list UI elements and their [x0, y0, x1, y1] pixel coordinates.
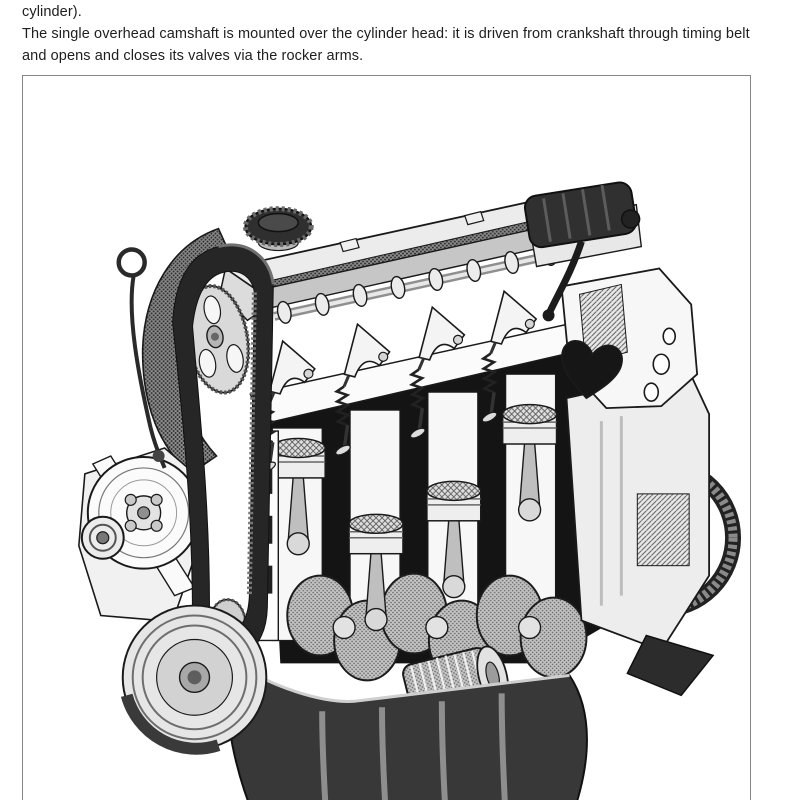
paragraph-fragment: cylinder). — [22, 4, 82, 20]
dipstick — [116, 247, 167, 469]
paragraph-line-1: The single overhead camshaft is mounted … — [22, 26, 750, 42]
engine-mount-bracket — [626, 634, 715, 697]
figure-frame — [22, 75, 751, 800]
oil-filler-cap — [242, 206, 314, 252]
paragraph-line-2: and opens and closes its valves via the … — [22, 48, 364, 64]
ignition-coil — [523, 181, 643, 322]
camshaft — [273, 243, 583, 324]
engine-cutaway-illustration — [78, 181, 742, 800]
block-right-face — [565, 370, 711, 652]
idler-pulley — [80, 515, 125, 560]
camshaft-sprocket — [184, 284, 251, 395]
crankshaft-pulley — [120, 604, 268, 755]
exhaust-port — [561, 340, 623, 400]
crankshaft — [286, 572, 588, 682]
ht-lead — [546, 240, 585, 314]
body-text: cylinder). The single overhead camshaft … — [22, 1, 750, 67]
